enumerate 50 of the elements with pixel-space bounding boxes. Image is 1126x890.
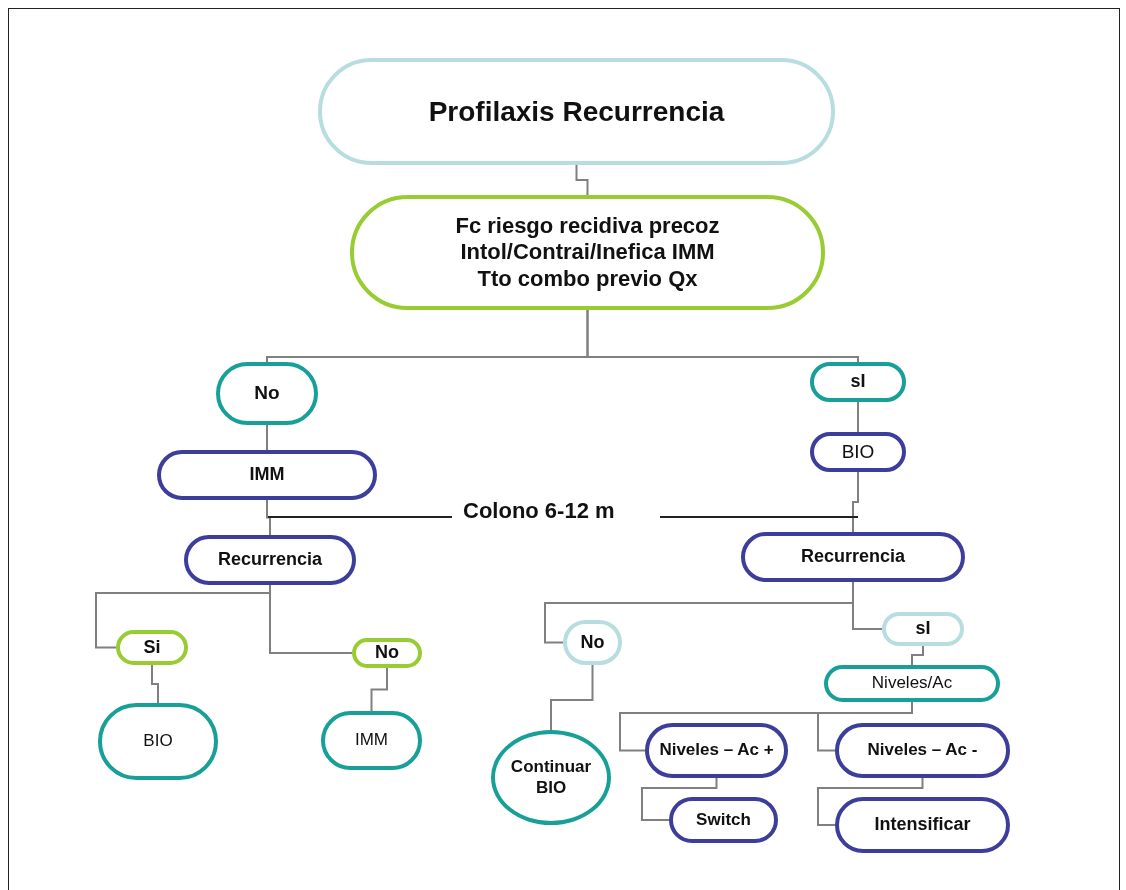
node-label: IMM (249, 464, 285, 486)
rounded-box (669, 797, 778, 843)
connector-line (817, 701, 913, 752)
rounded-box (835, 797, 1010, 853)
rounded-box (824, 665, 1000, 702)
node-label: BIO (841, 440, 875, 464)
connector-line (857, 401, 859, 433)
connector-line (266, 424, 268, 451)
rounded-box (352, 638, 422, 668)
node-label: Profilaxis Recurrencia (428, 94, 725, 129)
node-label: Intol/Contrai/Inefica IMM (460, 239, 715, 266)
connector-line (641, 777, 718, 821)
rounded-box (741, 532, 965, 582)
node-label: No (375, 642, 399, 664)
node-label: IMM (354, 730, 388, 751)
rounded-box (116, 630, 188, 665)
node-label: Recurrencia (217, 549, 323, 571)
node-label: Switch (696, 809, 751, 831)
rounded-box (810, 432, 906, 472)
node-label: No (580, 631, 605, 654)
rounded-box (810, 362, 906, 402)
connector-line (550, 664, 594, 731)
node-label: No (254, 382, 280, 405)
node-label: Continuar BIO (509, 757, 593, 798)
node-label: sI (915, 618, 931, 640)
rounded-box (184, 535, 356, 585)
connector-line (817, 777, 924, 826)
connector-line (852, 581, 883, 630)
node-label: Niveles – Ac - (867, 740, 978, 761)
node-label: BIO (143, 731, 173, 752)
connector-line (370, 667, 388, 712)
connector-line (575, 164, 589, 196)
node-label: sI (850, 371, 866, 393)
connector-line (852, 471, 859, 533)
node-label: Tto combo previo Qx (477, 265, 698, 293)
rounded-box (835, 723, 1010, 778)
node-label: Recurrencia (800, 546, 906, 568)
connector-line (586, 309, 859, 363)
node-label: Intensificar (874, 814, 971, 836)
rounded-box (157, 450, 377, 500)
connector-line (151, 664, 159, 704)
rounded-box (882, 612, 964, 646)
rounded-box (645, 723, 788, 778)
connector-line (269, 584, 353, 654)
node-label: Si (143, 636, 161, 659)
node-label: Niveles/Ac (871, 673, 953, 694)
node-label: Niveles – Ac + (659, 740, 774, 761)
connector-line (266, 499, 271, 536)
connector-line (911, 645, 924, 666)
node-label: Fc riesgo recidiva precoz (455, 212, 720, 240)
